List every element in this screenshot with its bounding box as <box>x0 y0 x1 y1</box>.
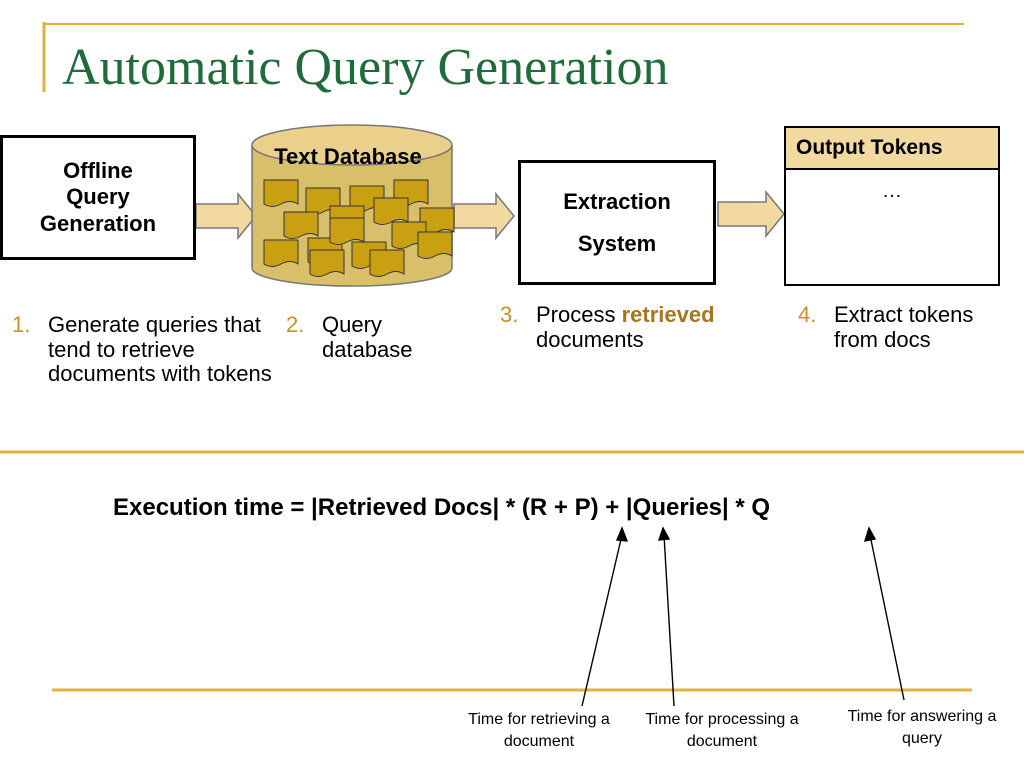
step-number: 1. <box>12 312 31 337</box>
step-number: 4. <box>798 302 817 327</box>
step-number: 2. <box>286 312 305 337</box>
document-sheet-icon <box>263 239 299 267</box>
note-processing-time: Time for processing a document <box>632 709 812 754</box>
step-text-part: Process <box>536 302 622 327</box>
step-number: 3. <box>500 302 519 327</box>
arrow-right-icon <box>717 189 785 239</box>
document-sheet-icon <box>283 211 319 239</box>
step-text: Generate queries that tend to retrieve d… <box>48 312 272 387</box>
document-sheet-icon <box>373 197 409 225</box>
extraction-system-box: Extraction System <box>518 160 716 285</box>
step-1: 1. Generate queries that tend to retriev… <box>12 312 282 413</box>
pointer-lines <box>581 526 905 707</box>
note-query-time: Time for answering a query <box>832 706 1012 751</box>
step-text: Query database <box>322 312 413 362</box>
text-database-label: Text Database <box>274 144 422 169</box>
arrow-right-icon <box>195 191 257 241</box>
step-text-part: documents <box>536 326 644 352</box>
document-sheet-icon <box>309 249 345 277</box>
document-icons <box>263 179 455 277</box>
note-retrieval-time: Time for retrieving a document <box>450 709 628 757</box>
step-2: 2. Query database <box>286 312 446 373</box>
step-text: Extract tokens from docs <box>834 302 974 352</box>
document-sheet-icon <box>263 179 299 207</box>
output-tokens-box: Output Tokens … <box>784 126 1000 286</box>
step-text: Process retrieved documents <box>536 302 756 352</box>
arrow-right-icon <box>453 191 515 241</box>
step-highlight-word: retrieved <box>621 302 715 327</box>
document-sheet-icon <box>329 217 365 245</box>
offline-query-generation-box: Offline Query Generation <box>0 135 196 260</box>
output-tokens-header: Output Tokens <box>786 128 998 170</box>
document-sheet-icon <box>417 231 453 259</box>
page-title: Automatic Query Generation <box>62 39 669 96</box>
execution-time-formula: Execution time = |Retrieved Docs| * (R +… <box>113 494 771 521</box>
output-tokens-content: … <box>882 180 902 202</box>
step-3: 3. Process retrieved documents <box>500 302 760 363</box>
document-sheet-icon <box>369 249 405 277</box>
step-4: 4. Extract tokens from docs <box>798 302 1018 363</box>
